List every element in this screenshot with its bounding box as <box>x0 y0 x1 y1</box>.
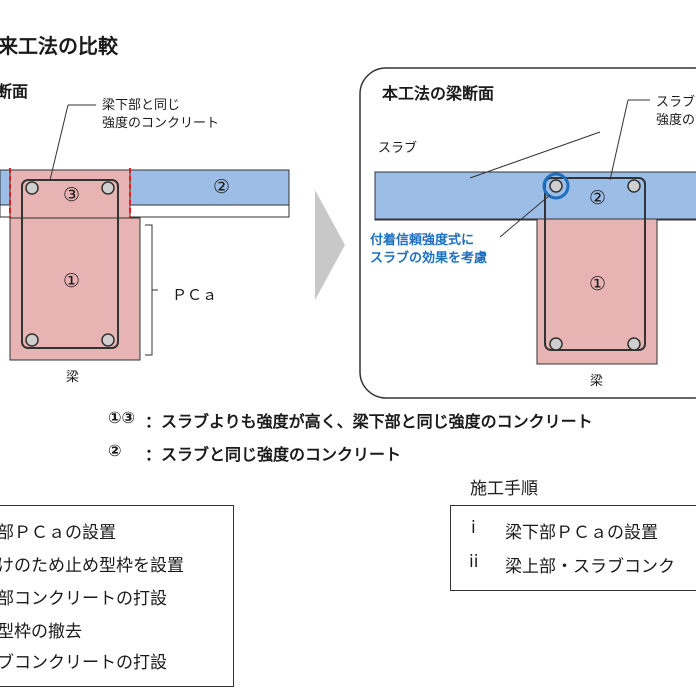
pca-bracket <box>145 224 158 356</box>
left-panel-heading: 断面 <box>0 82 29 101</box>
note-callout-line <box>499 194 551 238</box>
mark-3: ③ <box>63 184 81 206</box>
note-line1: 付着信頼強度式に <box>370 233 475 248</box>
right-callout-line1: スラブ <box>656 95 696 110</box>
right-rebar <box>549 179 563 193</box>
left-callout-line <box>49 104 69 181</box>
right-steps-box: i 梁下部ＰＣａの設置 ii 梁上部・スラブコンク <box>450 505 696 591</box>
mark-1: ① <box>63 270 81 292</box>
slab-label: スラブ <box>378 141 418 156</box>
right-callout-line <box>609 99 629 181</box>
left-rebar <box>101 181 115 195</box>
legend-row2-mark: ② <box>108 441 122 460</box>
right-stirrup <box>544 177 646 351</box>
right-callout-line2: 強度の <box>656 113 696 128</box>
right-mark-2: ② <box>589 187 607 209</box>
legend-row1-mark: ①③ <box>108 408 136 427</box>
right-rebar <box>549 337 563 351</box>
transition-arrow <box>315 190 345 300</box>
right-rebar <box>627 337 641 351</box>
slab-callout-line <box>469 131 601 179</box>
right-step-2-text: 梁上部・スラブコンク <box>505 557 675 577</box>
page-title: 来工法の比較 <box>0 34 118 58</box>
left-callout-line1: 梁下部と同じ <box>102 98 181 113</box>
right-panel-heading: 本工法の梁断面 <box>382 84 495 103</box>
left-step-4: 型枠の撤去 <box>0 622 82 642</box>
left-beam-label: 梁 <box>66 370 80 385</box>
right-beam-label: 梁 <box>590 374 604 389</box>
legend-row2-text: ：スラブと同じ強度のコンクリート <box>145 445 402 464</box>
left-step-5: ブコンクリートの打設 <box>0 653 167 673</box>
pca-label: ＰＣａ <box>172 286 218 304</box>
left-rebar <box>25 333 39 347</box>
right-step-2-num: ii <box>469 552 479 572</box>
left-step-2: けのため止め型枠を設置 <box>0 556 184 576</box>
bond-highlight-ring <box>542 172 570 200</box>
right-rebar <box>627 179 641 193</box>
right-step-1-text: 梁下部ＰＣａの設置 <box>505 523 658 543</box>
right-step-1-num: i <box>471 518 476 538</box>
left-steps-box: 部ＰＣａの設置 けのため止め型枠を設置 部コンクリートの打設 型枠の撤去 ブコン… <box>0 505 234 687</box>
left-step-1: 部ＰＣａの設置 <box>0 523 116 543</box>
left-stirrup <box>21 179 119 349</box>
mark-2: ② <box>213 176 231 198</box>
right-mark-1: ① <box>589 273 607 295</box>
section-diagrams <box>0 67 696 399</box>
left-callout-line2: 強度のコンクリート <box>102 116 220 131</box>
legend-row1-text: ：スラブよりも強度が高く、梁下部と同じ強度のコンクリート <box>145 412 593 431</box>
left-rebar <box>25 181 39 195</box>
right-steps-title: 施工手順 <box>470 479 538 499</box>
left-rebar <box>101 333 115 347</box>
note-line2: スラブの効果を考慮 <box>370 251 488 266</box>
right-panel-frame <box>359 67 696 399</box>
left-step-3: 部コンクリートの打設 <box>0 589 167 609</box>
